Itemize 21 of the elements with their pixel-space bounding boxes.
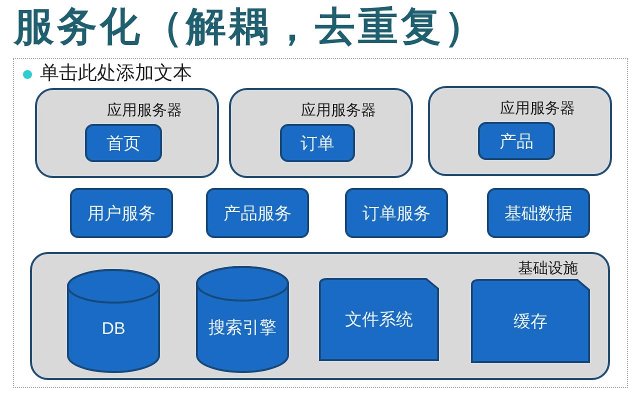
database-cylinder: 搜索引擎 xyxy=(197,267,288,372)
module-box: 订单 xyxy=(280,124,355,162)
database-cylinder: DB xyxy=(68,270,159,372)
slide-title: 服务化（解耦，去重复） xyxy=(14,4,487,51)
module-box: 首页 xyxy=(85,124,162,162)
app-server-group xyxy=(229,88,413,178)
group-title: 应用服务器 xyxy=(301,102,376,120)
infrastructure-group xyxy=(30,252,610,380)
group-title: 应用服务器 xyxy=(500,100,575,118)
cut-corner-box: 缓存 xyxy=(472,280,589,362)
cut-corner-box: 文件系统 xyxy=(320,279,438,360)
bullet-text: 单击此处添加文本 xyxy=(40,62,192,86)
group-title: 基础设施 xyxy=(518,260,578,278)
app-server-group xyxy=(428,86,612,176)
service-box: 订单服务 xyxy=(345,188,448,238)
service-box: 用户服务 xyxy=(70,188,173,238)
group-title: 应用服务器 xyxy=(107,102,182,120)
service-box: 产品服务 xyxy=(206,188,309,238)
service-box: 基础数据 xyxy=(487,188,590,238)
app-server-group xyxy=(35,88,219,178)
module-box: 产品 xyxy=(478,122,555,160)
